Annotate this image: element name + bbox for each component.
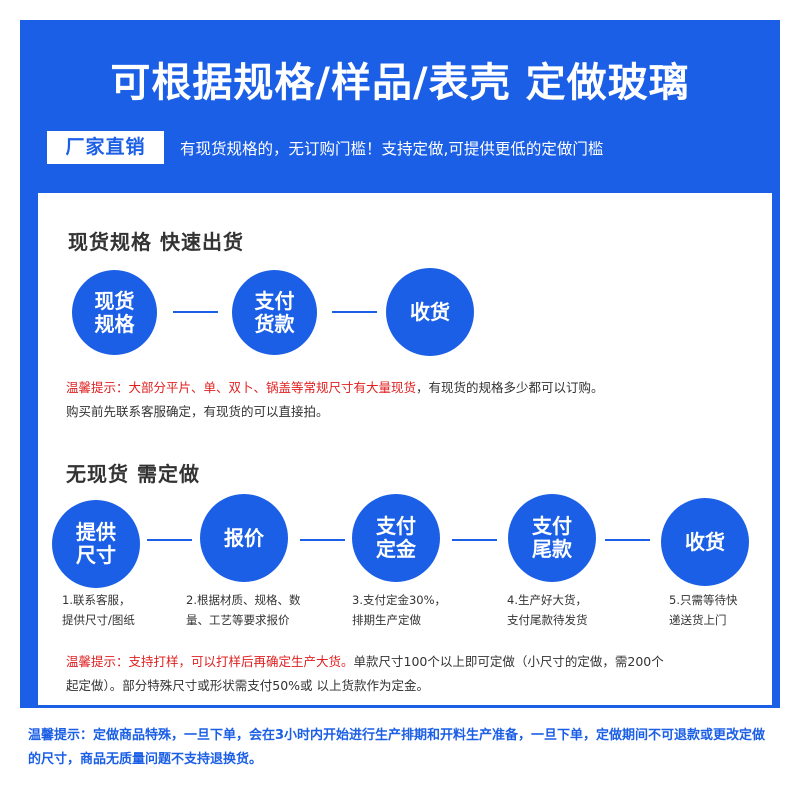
- custom-step-receive: 收货: [661, 498, 749, 586]
- custom-step-desc-4: 4.生产好大货，支付尾款待发货: [507, 593, 588, 627]
- stock-connector-2: [332, 311, 377, 313]
- custom-tip: 温馨提示：支持打样，可以打样后再确定生产大货。单款尺寸100个以上即可定做（小尺…: [66, 654, 664, 693]
- footer-tip: 温馨提示：定做商品特殊，一旦下单，会在3小时内开始进行生产排期和开料生产准备，一…: [28, 728, 766, 767]
- custom-step-deposit: 支付定金: [352, 494, 440, 582]
- custom-step-balance: 支付尾款: [508, 494, 596, 582]
- custom-section-title: 无现货 需定做: [66, 462, 200, 486]
- stock-tip: 温馨提示：大部分平片、单、双卜、锅盖等常规尺寸有大量现货，有现货的规格多少都可以…: [66, 380, 604, 419]
- custom-step-quote: 报价: [200, 494, 288, 582]
- custom-connector-3: [452, 539, 497, 541]
- custom-step-desc-1: 1.联系客服，提供尺寸/图纸: [62, 593, 135, 627]
- stock-section-title: 现货规格 快速出货: [68, 230, 244, 254]
- custom-connector-4: [605, 539, 650, 541]
- custom-step-desc-2: 2.根据材质、规格、数量、工艺等要求报价: [186, 593, 301, 627]
- custom-step-size: 提供尺寸: [52, 500, 140, 588]
- stock-step-spec: 现货规格: [72, 270, 157, 355]
- custom-step-desc-3: 3.支付定金30%，排期生产定做: [352, 593, 447, 627]
- factory-direct-tag: 厂家直销: [47, 131, 164, 164]
- stock-connector-1: [173, 311, 218, 313]
- custom-step-desc-5: 5.只需等待快递送货上门: [669, 593, 738, 627]
- header-subtitle: 有现货规格的，无订购门槛！支持定做,可提供更低的定做门槛: [180, 140, 604, 158]
- stock-step-receive: 收货: [386, 268, 474, 356]
- page-title: 可根据规格/样品/表壳 定做玻璃: [110, 60, 690, 106]
- custom-connector-1: [147, 539, 192, 541]
- stock-step-pay: 支付货款: [232, 270, 317, 355]
- custom-connector-2: [300, 539, 345, 541]
